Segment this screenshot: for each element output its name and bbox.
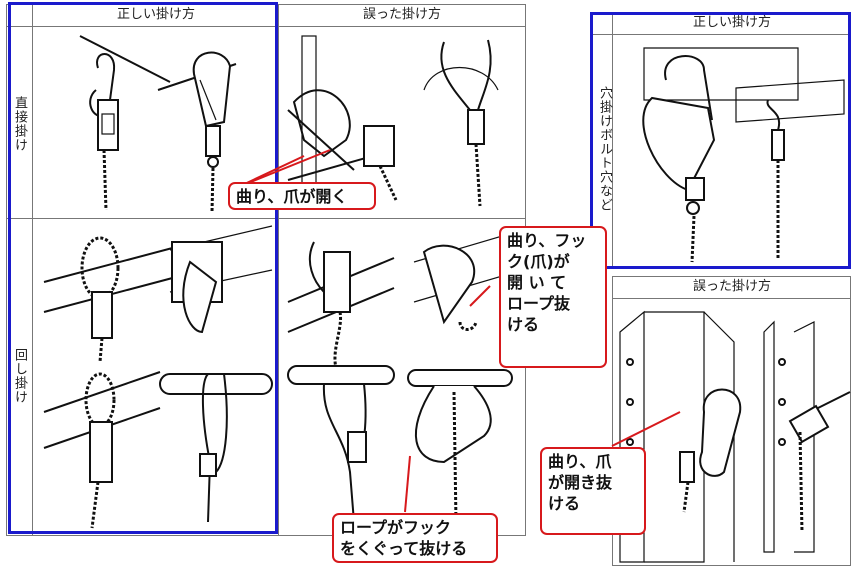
row-label-bolt-hole: 穴掛けボルト穴など (597, 86, 612, 212)
callout-line: ク(爪)が (507, 252, 570, 271)
highlight-frame-left (8, 2, 278, 534)
row-label-direct: 直接掛け (12, 96, 27, 152)
callout-text: 曲り、爪が開く (236, 187, 348, 206)
callout-line: が開き抜 (548, 473, 613, 492)
callout-claw-slips: 曲り、爪 が開き抜 ける (540, 447, 646, 535)
left-table-label-col-rule (32, 4, 33, 536)
callout-line: 開 い て (507, 273, 567, 292)
callout-bend-claw-opens: 曲り、爪が開く (228, 182, 376, 210)
left-table-mid-col-rule (278, 4, 279, 536)
callout-bend-hook-opens: 曲り、フッ ク(爪)が 開 い て ロープ抜 ける (499, 226, 607, 368)
illustration-wrap-wrong (287, 231, 517, 523)
left-table-header-rule (6, 26, 526, 27)
illustration-wrap-correct (43, 225, 273, 529)
illustration-bolt-hole-correct (642, 47, 845, 263)
right-header-correct: 正しい掛け方 (692, 15, 771, 30)
callout-line: ける (548, 494, 581, 513)
callout-line: ける (507, 315, 540, 334)
left-header-correct: 正しい掛け方 (116, 7, 195, 22)
callout-line: ロープ抜 (507, 294, 571, 313)
highlight-frame-right (590, 12, 851, 269)
right-top-label-col-rule (612, 12, 613, 268)
callout-line: をくぐって抜ける (340, 539, 468, 558)
callout-line: 曲り、フッ (507, 231, 587, 250)
illustration-bolt-hole-wrong (619, 310, 851, 563)
callout-line: ロープがフック (340, 518, 452, 537)
illustration-direct-correct (79, 35, 237, 213)
callout-line: 曲り、爪 (548, 452, 612, 471)
right-top-header-rule (592, 34, 851, 35)
row-label-wrap: 回し掛け (12, 348, 27, 404)
right-header-wrong: 誤った掛け方 (692, 279, 771, 294)
left-table-row-rule (6, 218, 526, 219)
right-bottom-header-rule (612, 298, 851, 299)
callout-rope-slips: ロープがフック をくぐって抜ける (332, 513, 498, 563)
left-header-wrong: 誤った掛け方 (362, 7, 441, 22)
